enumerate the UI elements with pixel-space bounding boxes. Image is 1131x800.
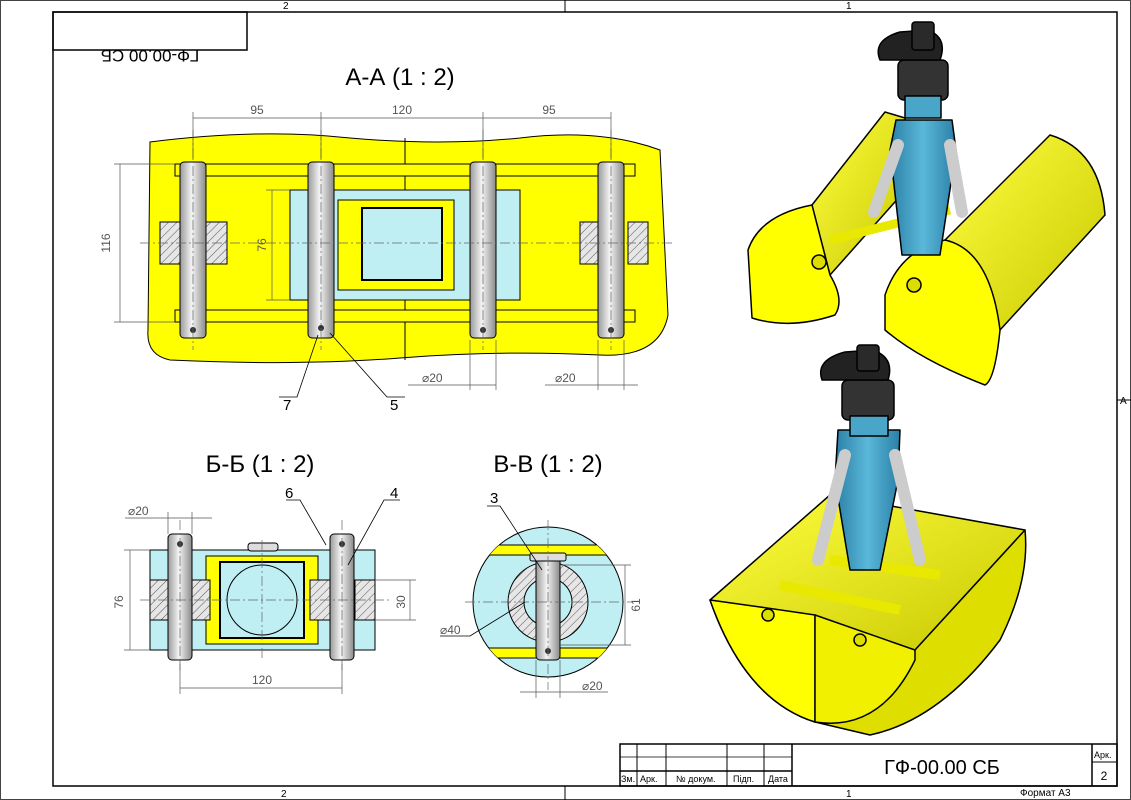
callout-7: 7 bbox=[283, 397, 291, 414]
vv-dim-d40: ⌀40 bbox=[440, 623, 461, 637]
callout-4: 4 bbox=[390, 485, 398, 502]
section-aa-title: А-А (1 : 2) bbox=[345, 64, 454, 91]
title-sheet-number: 2 bbox=[1101, 769, 1108, 783]
bb-dim-30: 30 bbox=[394, 595, 408, 609]
callout-3: 3 bbox=[490, 490, 498, 507]
col-sign: Підп. bbox=[733, 774, 754, 784]
vv-dim-d20: ⌀20 bbox=[582, 679, 603, 693]
col-doc: № докум. bbox=[676, 774, 716, 784]
col-ark: Арк. bbox=[640, 774, 657, 784]
sheet-format: Формат А3 bbox=[1020, 788, 1071, 799]
title-designation: ГФ-00.00 СБ bbox=[884, 757, 1000, 779]
aa-dim-120: 120 bbox=[392, 103, 412, 117]
zone-bottom-right: 1 bbox=[846, 789, 852, 800]
zone-side: A bbox=[1120, 396, 1127, 407]
callout-6: 6 bbox=[285, 485, 293, 502]
title-sheet-label: Арк. bbox=[1094, 750, 1111, 760]
bb-dim-76: 76 bbox=[112, 595, 126, 609]
aa-dim-d20-left: ⌀20 bbox=[422, 371, 443, 385]
section-vv-title: В-В (1 : 2) bbox=[493, 451, 602, 478]
bb-dim-d20: ⌀20 bbox=[128, 504, 149, 518]
mirrored-code-box: ГФ-00.00 СБ bbox=[52, 11, 248, 65]
section-bb bbox=[124, 499, 416, 694]
mirrored-code: ГФ-00.00 СБ bbox=[101, 46, 200, 65]
vv-dim-61: 61 bbox=[629, 598, 643, 612]
aa-dim-95-left: 95 bbox=[250, 103, 264, 117]
grab-closed-3d-view bbox=[709, 344, 1027, 736]
title-block bbox=[619, 743, 1118, 787]
aa-dim-95-right: 95 bbox=[542, 103, 556, 117]
callout-5: 5 bbox=[390, 397, 398, 414]
section-aa bbox=[114, 112, 675, 398]
section-bb-title: Б-Б (1 : 2) bbox=[206, 451, 315, 478]
col-date: Дата bbox=[768, 774, 788, 784]
grab-open-3d-view bbox=[747, 21, 1106, 386]
aa-dim-76: 76 bbox=[255, 238, 269, 252]
aa-dim-116: 116 bbox=[99, 233, 113, 252]
zone-bottom-left: 2 bbox=[281, 789, 287, 800]
bb-dim-120: 120 bbox=[252, 673, 272, 687]
aa-dim-d20-right: ⌀20 bbox=[555, 371, 576, 385]
zone-top-left: 2 bbox=[283, 1, 289, 12]
col-zm: Зм. bbox=[621, 774, 635, 784]
zone-top-right: 1 bbox=[846, 1, 852, 12]
section-vv bbox=[440, 505, 632, 698]
